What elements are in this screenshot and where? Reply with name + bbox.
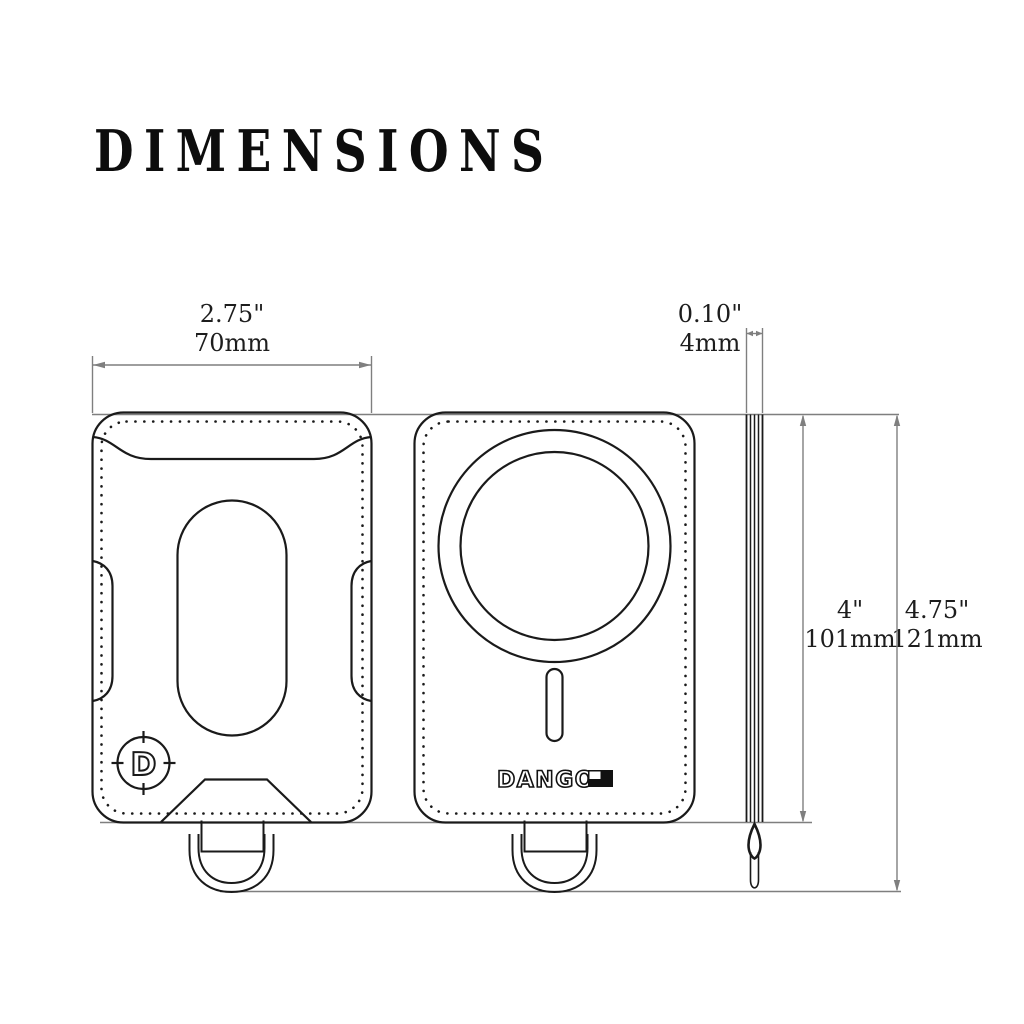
width-metric-value: 70mm <box>193 329 271 357</box>
total-height-dimension-label: 4.75" 121mm <box>882 596 992 654</box>
body-height-arrow-top <box>799 414 807 426</box>
d-ring-strap <box>200 820 265 853</box>
thickness-inches-value: 0.10" <box>677 300 743 328</box>
thickness-arrow-left <box>746 330 753 337</box>
front-view-d-ring <box>188 820 275 894</box>
front-view: D <box>91 411 373 824</box>
side-notch-right <box>350 559 372 703</box>
back-body-outline <box>413 411 696 824</box>
magnet-ring-outer <box>437 428 672 664</box>
side-notch-left <box>92 559 114 703</box>
side-ring-loop <box>749 852 760 889</box>
d-ring-inner <box>520 834 589 885</box>
d-ring-outer <box>511 834 598 894</box>
thumb-slot-cutout <box>176 499 288 737</box>
width-dimension-label: 2.75" 70mm <box>112 300 352 358</box>
emblem-letter: D <box>131 747 157 783</box>
thickness-arrow-right <box>756 330 763 337</box>
body-height-metric-value: 101mm <box>804 625 896 653</box>
magnet-ring-inner <box>459 450 650 642</box>
page-title: DIMENSIONS <box>94 118 555 185</box>
brand-flag-icon-quadrant <box>589 771 601 779</box>
brand-logo: DANGO <box>496 767 613 794</box>
brand-logo-text: DANGO <box>497 768 595 793</box>
d-ring-inner <box>197 834 266 885</box>
dimension-arrowheads <box>93 330 901 892</box>
back-view-d-ring <box>511 820 598 894</box>
width-arrow-right <box>359 361 371 369</box>
total-height-inches-value: 4.75" <box>904 596 970 624</box>
total-height-arrow-top <box>893 414 901 426</box>
side-view <box>745 414 764 889</box>
front-stitching <box>100 420 364 815</box>
side-ring-bar <box>747 821 762 860</box>
back-view: DANGO <box>413 411 696 824</box>
d-ring-strap <box>523 820 588 853</box>
body-height-arrow-bottom <box>799 811 807 823</box>
strap-anchor-tab <box>160 778 312 823</box>
total-height-arrow-bottom <box>893 880 901 892</box>
total-height-metric-value: 121mm <box>891 625 983 653</box>
back-stitching <box>422 420 687 815</box>
width-inches-value: 2.75" <box>199 300 265 328</box>
alignment-slot <box>545 667 564 743</box>
thickness-metric-value: 4mm <box>679 329 741 357</box>
card-slot-curve <box>92 435 372 461</box>
d-ring-outer <box>188 834 275 894</box>
width-arrow-left <box>93 361 105 369</box>
thickness-dimension-label: 0.10" 4mm <box>650 300 770 358</box>
dango-d-emblem: D <box>111 731 176 795</box>
body-height-dimension-label: 4" 101mm <box>793 596 907 654</box>
body-height-inches-value: 4" <box>836 596 864 624</box>
front-body-outline <box>91 411 373 824</box>
